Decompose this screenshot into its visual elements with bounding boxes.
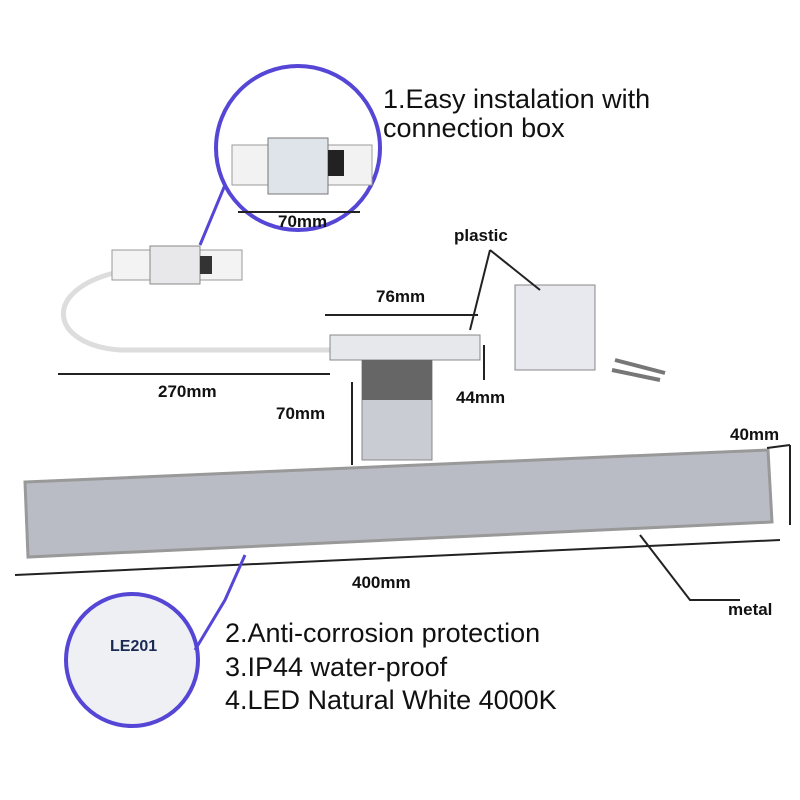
feature-1-line1: 1.Easy instalation with [383,84,651,114]
bracket-depth-label: 44mm [456,388,506,407]
bracket-width-label: 76mm [376,287,426,306]
feature-4: 4.LED Natural White 4000K [225,685,557,715]
feature-2: 2.Anti-corrosion protection [225,618,541,648]
connection-box [111,245,243,285]
bar-length-label: 400mm [352,573,411,592]
label-model: LE201 [110,638,158,655]
bar-height-label: 40mm [730,425,780,444]
cable [60,269,330,353]
screw [614,358,666,375]
lamp-bar [23,448,774,559]
plastic-clip [514,284,596,371]
plastic-label: plastic [454,226,508,245]
box-width-label: 70mm [278,212,328,231]
arm-height-label: 70mm [276,404,326,423]
screw [611,368,661,382]
feature-3: 3.IP44 water-proof [225,652,448,682]
bracket-plate [329,334,481,361]
metal-label: metal [728,600,773,619]
feature-1-line2: connection box [383,113,565,143]
cable-length-label: 270mm [158,382,217,401]
label-zoom-circle [64,592,200,728]
